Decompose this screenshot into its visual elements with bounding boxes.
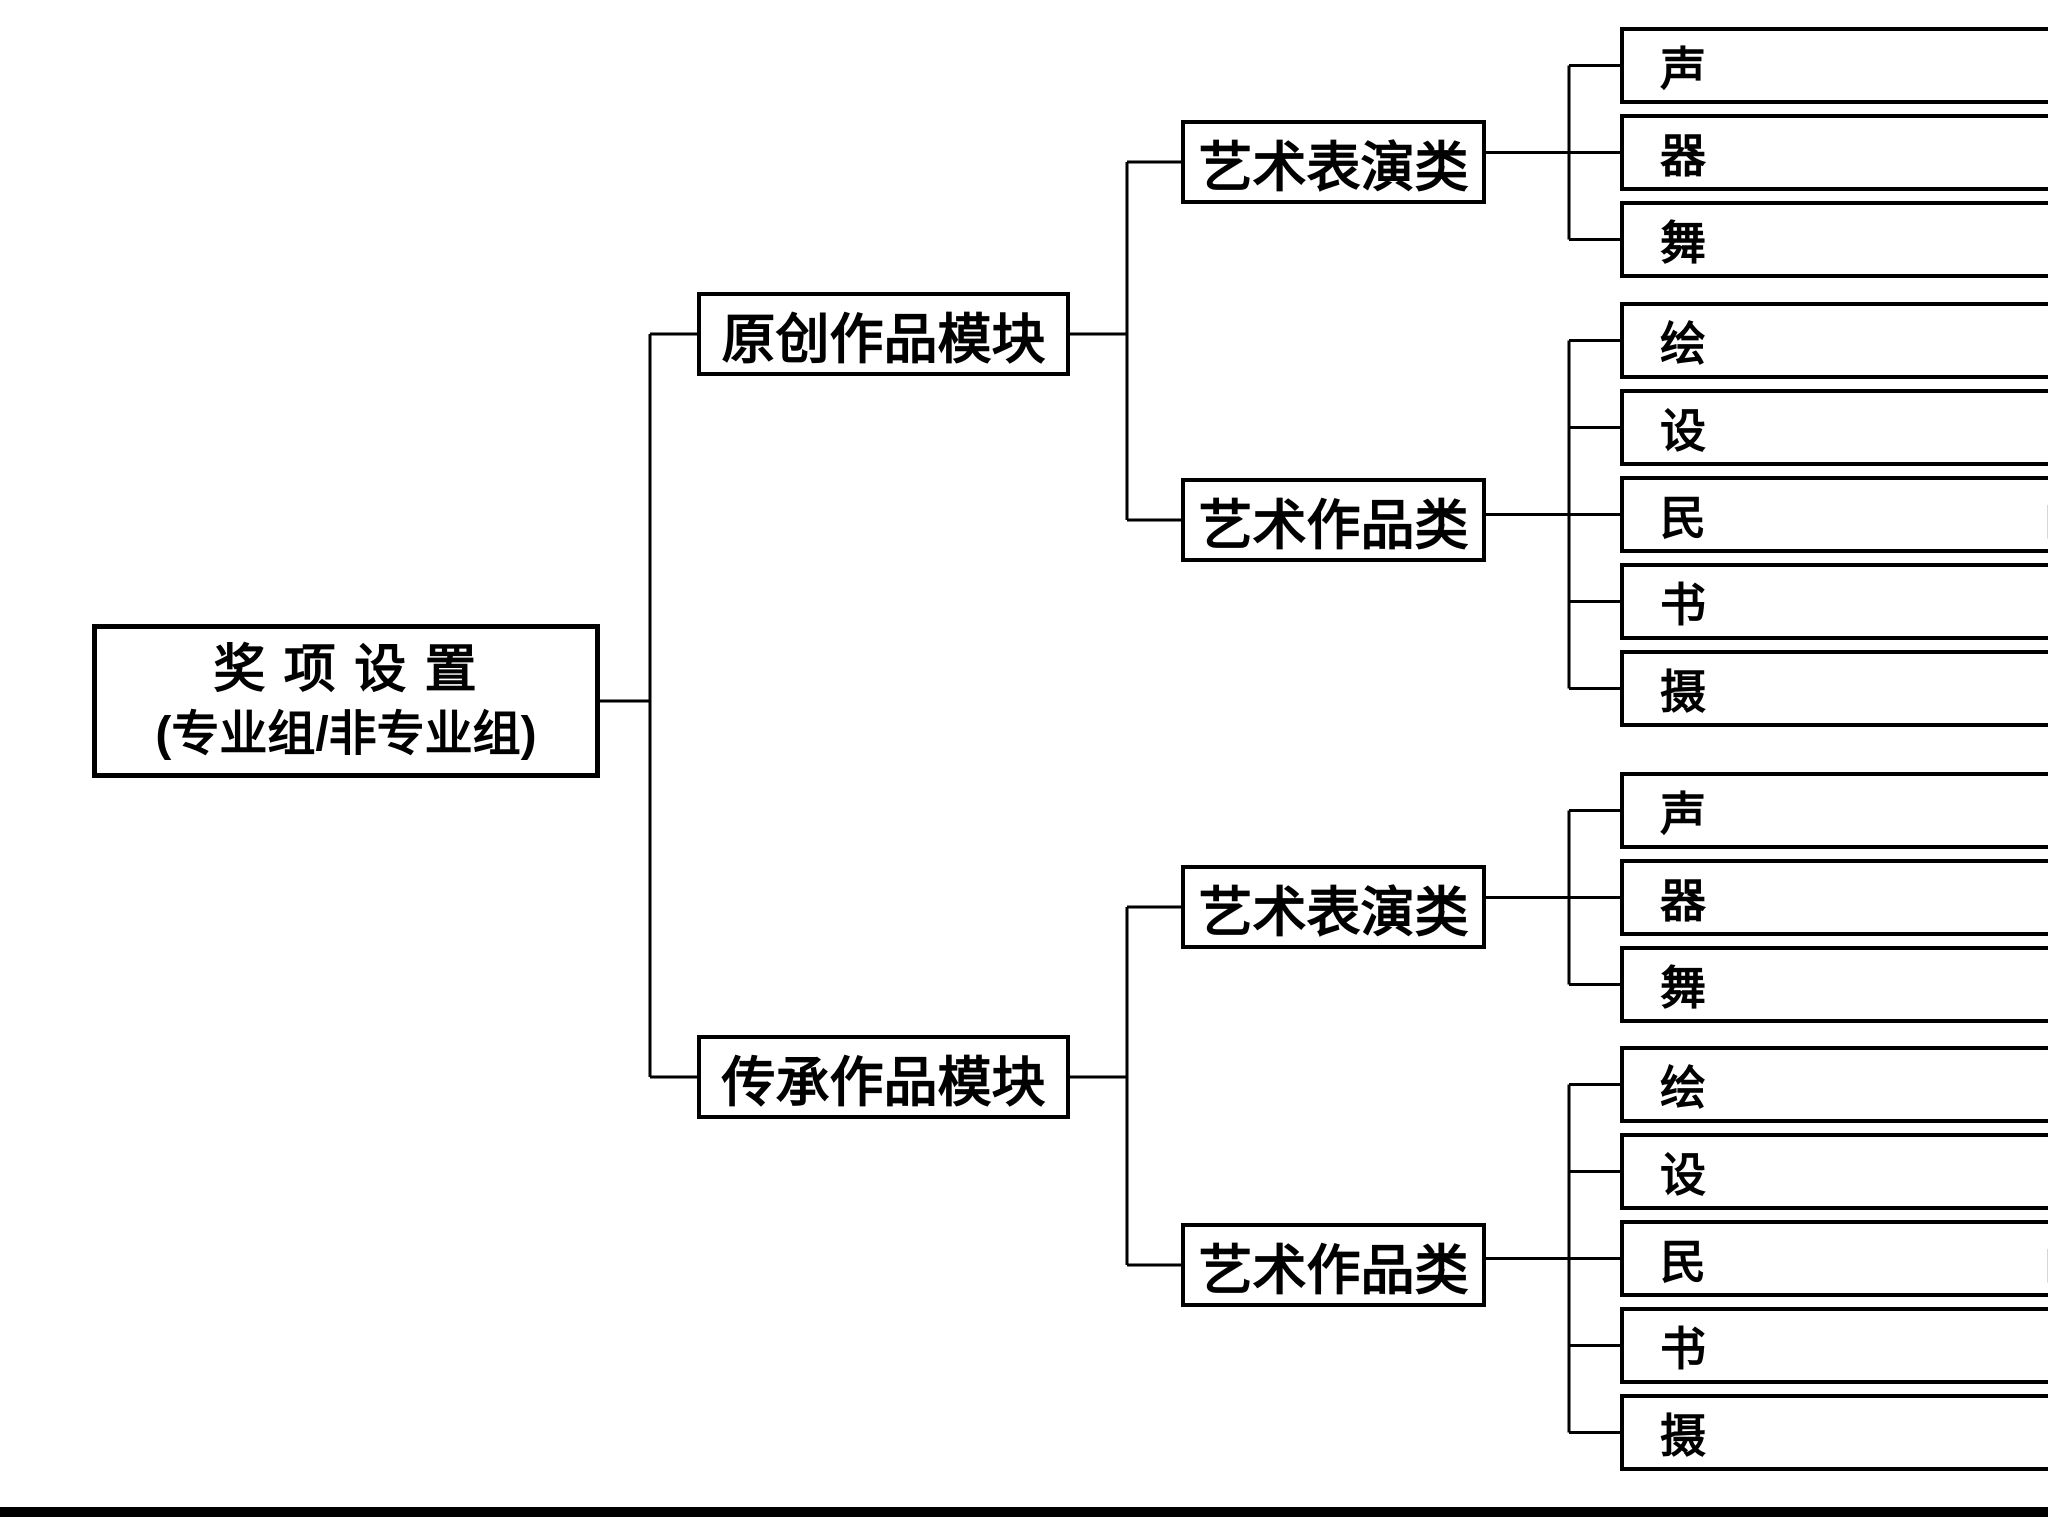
- direction-node-vocal-1: 声乐方向: [1620, 27, 2048, 104]
- root-node-award-settings: 奖 项 设 置 (专业组/非专业组): [92, 624, 600, 778]
- direction-node-instrumental-1: 器乐方向: [1620, 114, 2048, 191]
- direction-node-design-1: 设计方向: [1620, 389, 2048, 466]
- direction-node-calligraphy-2: 书法方向: [1620, 1307, 2048, 1384]
- direction-node-painting-1: 绘画方向: [1620, 302, 2048, 379]
- bottom-divider-bar: [0, 1507, 2048, 1517]
- direction-node-photography-1: 摄影方向: [1620, 650, 2048, 727]
- root-title: 奖 项 设 置: [213, 641, 479, 699]
- direction-node-vocal-2: 声乐方向: [1620, 772, 2048, 849]
- direction-node-dance-1: 舞蹈方向: [1620, 201, 2048, 278]
- category-node-art-works-1: 艺术作品类: [1181, 478, 1486, 562]
- direction-node-folk-art-2: 民间艺术方向: [1620, 1220, 2048, 1297]
- direction-node-instrumental-2: 器乐方向: [1620, 859, 2048, 936]
- direction-node-painting-2: 绘画方向: [1620, 1046, 2048, 1123]
- direction-node-folk-art-1: 民间艺术方向: [1620, 476, 2048, 553]
- direction-node-calligraphy-1: 书法方向: [1620, 563, 2048, 640]
- module-node-heritage-works: 传承作品模块: [697, 1035, 1070, 1119]
- direction-node-design-2: 设计方向: [1620, 1133, 2048, 1210]
- category-node-art-performance-1: 艺术表演类: [1181, 120, 1486, 204]
- direction-node-dance-2: 舞蹈方向: [1620, 946, 2048, 1023]
- direction-node-photography-2: 摄影方向: [1620, 1394, 2048, 1471]
- category-node-art-works-2: 艺术作品类: [1181, 1223, 1486, 1307]
- category-node-art-performance-2: 艺术表演类: [1181, 865, 1486, 949]
- module-node-original-works: 原创作品模块: [697, 292, 1070, 376]
- root-subtitle: (专业组/非专业组): [155, 707, 537, 761]
